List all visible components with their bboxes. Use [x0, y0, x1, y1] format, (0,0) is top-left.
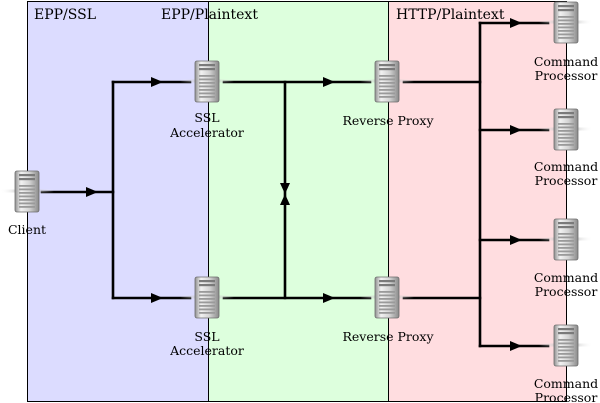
node-command-processor-2: Command Processor	[534, 108, 598, 188]
node-label-processor-3-line1: Command	[534, 270, 598, 285]
zone-epp-ssl	[27, 1, 208, 402]
zone-epp-plaintext	[208, 1, 388, 402]
arrow-to-proxy-bottom	[323, 293, 335, 303]
node-command-processor-1: Command Processor	[534, 1, 598, 83]
node-client: Client	[0, 170, 55, 237]
arrow-cross-down	[280, 183, 290, 194]
arrowheads	[86, 18, 522, 351]
arrow-to-proxy-top	[323, 77, 335, 87]
node-label-ssl-bottom-line1: SSL	[194, 329, 219, 344]
node-label-ssl-bottom-line2: Accelerator	[169, 343, 244, 358]
zone-http-plaintext	[388, 1, 567, 402]
zone-label-epp-plaintext: EPP/Plaintext	[161, 7, 258, 23]
node-label-ssl-top-line2: Accelerator	[169, 125, 244, 140]
zone-label-epp-ssl: EPP/SSL	[34, 7, 96, 23]
node-command-processor-3: Command Processor	[534, 218, 598, 299]
arrow-to-ssl-bottom	[151, 293, 163, 303]
node-label-ssl-top-line1: SSL	[194, 110, 219, 125]
zone-label-http-plaintext: HTTP/Plaintext	[396, 7, 505, 23]
node-label-processor-2-line1: Command	[534, 159, 598, 174]
arrow-client-right	[86, 187, 98, 197]
node-command-processor-4: Command Processor	[534, 324, 598, 403]
node-label-processor-1-line1: Command	[534, 54, 598, 69]
node-label-proxy-top: Reverse Proxy	[342, 113, 434, 128]
node-reverse-proxy-bottom: Reverse Proxy	[342, 276, 434, 344]
node-reverse-proxy-top: Reverse Proxy	[342, 60, 434, 128]
node-label-processor-2-line2: Processor	[535, 173, 598, 188]
arrow-to-processor-4	[510, 341, 522, 351]
arrow-to-ssl-top	[151, 77, 163, 87]
node-label-processor-4-line1: Command	[534, 376, 598, 391]
node-label-proxy-bottom: Reverse Proxy	[342, 329, 434, 344]
node-label-processor-1-line2: Processor	[535, 68, 598, 83]
node-label-processor-4-line2: Processor	[535, 390, 598, 403]
node-label-client: Client	[8, 222, 46, 237]
arrow-to-processor-1	[510, 18, 522, 28]
node-label-processor-3-line2: Processor	[535, 284, 598, 299]
node-ssl-accelerator-top: SSL Accelerator	[169, 60, 244, 140]
node-ssl-accelerator-bottom: SSL Accelerator	[169, 276, 244, 358]
arrow-cross-up	[280, 194, 290, 205]
arrow-to-processor-2	[510, 125, 522, 135]
arrow-to-processor-3	[510, 235, 522, 245]
